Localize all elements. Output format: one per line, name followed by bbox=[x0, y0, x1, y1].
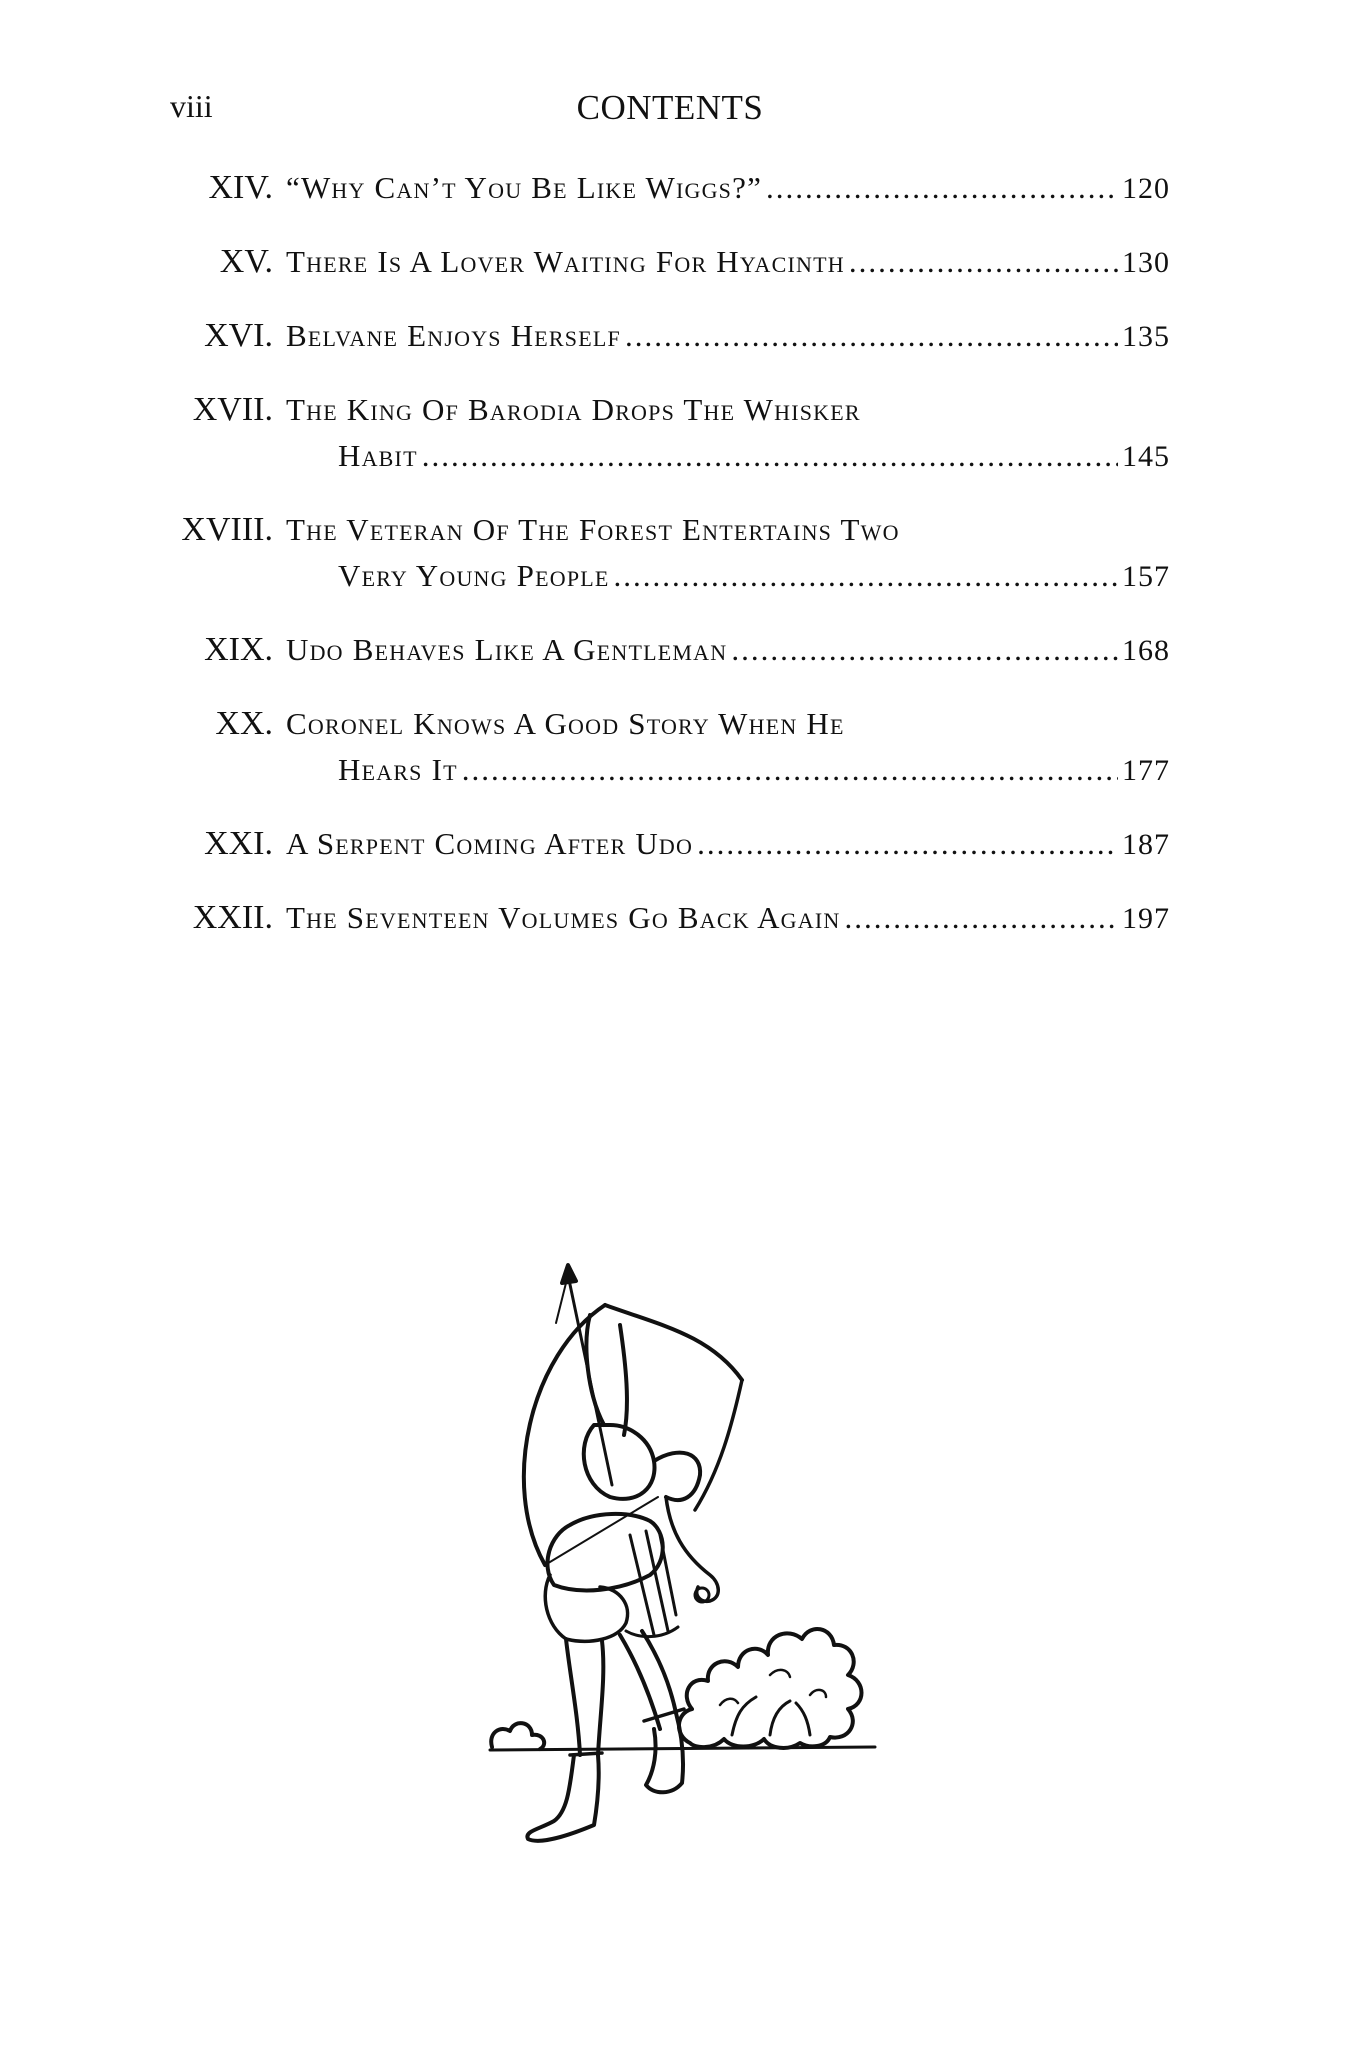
chapter-number: XXII. bbox=[192, 899, 273, 936]
dot-leader bbox=[731, 627, 1118, 673]
chapter-number: XVI. bbox=[204, 317, 273, 354]
chapter-number: XXI. bbox=[204, 825, 273, 862]
chapter-title: The Veteran Of The Forest Entertains Two bbox=[286, 512, 900, 547]
chapter-title: There Is A Lover Waiting For Hyacinth bbox=[286, 244, 845, 279]
chapter-page: 130 bbox=[1122, 246, 1170, 279]
toc-entry[interactable]: XXII. The Seventeen Volumes Go Back Agai… bbox=[0, 895, 1365, 941]
chapter-page: 177 bbox=[1122, 754, 1170, 787]
running-title: CONTENTS bbox=[576, 88, 764, 127]
chapter-page: 135 bbox=[1122, 320, 1170, 353]
table-of-contents: XIV. “Why Can’t You Be Like Wiggs?” 120 … bbox=[0, 165, 1365, 941]
chapter-page: 157 bbox=[1122, 560, 1170, 593]
chapter-page: 120 bbox=[1122, 172, 1170, 205]
toc-entry[interactable]: XIV. “Why Can’t You Be Like Wiggs?” 120 bbox=[0, 165, 1365, 211]
chapter-title-continued: Very Young People bbox=[338, 558, 610, 593]
chapter-title: Udo Behaves Like A Gentleman bbox=[286, 632, 728, 667]
dot-leader bbox=[614, 553, 1118, 599]
toc-entry[interactable]: XX. Coronel Knows A Good Story When He H… bbox=[0, 701, 1365, 793]
toc-entry[interactable]: XVII. The King Of Barodia Drops The Whis… bbox=[0, 387, 1365, 479]
toc-entry[interactable]: XIX. Udo Behaves Like A Gentleman 168 bbox=[0, 627, 1365, 673]
page-number: viii bbox=[170, 88, 213, 124]
chapter-number: XX. bbox=[215, 705, 273, 742]
chapter-title: The King Of Barodia Drops The Whisker bbox=[286, 392, 861, 427]
toc-entry[interactable]: XVIII. The Veteran Of The Forest Enterta… bbox=[0, 507, 1365, 599]
dot-leader bbox=[462, 747, 1118, 793]
chapter-title: Coronel Knows A Good Story When He bbox=[286, 706, 845, 741]
chapter-number: XVII. bbox=[192, 391, 273, 428]
toc-entry[interactable]: XVI. Belvane Enjoys Herself 135 bbox=[0, 313, 1365, 359]
toc-entry[interactable]: XV. There Is A Lover Waiting For Hyacint… bbox=[0, 239, 1365, 285]
chapter-page: 168 bbox=[1122, 634, 1170, 667]
dot-leader bbox=[625, 313, 1118, 359]
dot-leader bbox=[844, 895, 1118, 941]
chapter-page: 197 bbox=[1122, 902, 1170, 935]
chapter-number: XIX. bbox=[204, 631, 273, 668]
dot-leader bbox=[766, 165, 1118, 211]
chapter-title: “Why Can’t You Be Like Wiggs?” bbox=[286, 170, 763, 205]
chapter-page: 145 bbox=[1122, 440, 1170, 473]
dot-leader bbox=[422, 433, 1118, 479]
chapter-title: Belvane Enjoys Herself bbox=[286, 318, 621, 353]
archer-illustration-icon bbox=[470, 1235, 900, 1875]
chapter-title: A Serpent Coming After Udo bbox=[286, 826, 694, 861]
chapter-number: XV. bbox=[219, 243, 273, 280]
chapter-title-continued: Habit bbox=[338, 438, 418, 473]
toc-entry[interactable]: XXI. A Serpent Coming After Udo 187 bbox=[0, 821, 1365, 867]
chapter-number: XVIII. bbox=[181, 511, 273, 548]
chapter-page: 187 bbox=[1122, 828, 1170, 861]
chapter-number: XIV. bbox=[208, 169, 273, 206]
chapter-title: The Seventeen Volumes Go Back Again bbox=[286, 900, 841, 935]
dot-leader bbox=[849, 239, 1118, 285]
chapter-title-continued: Hears It bbox=[338, 752, 458, 787]
page-header: viii CONTENTS bbox=[0, 88, 1365, 138]
dot-leader bbox=[697, 821, 1118, 867]
